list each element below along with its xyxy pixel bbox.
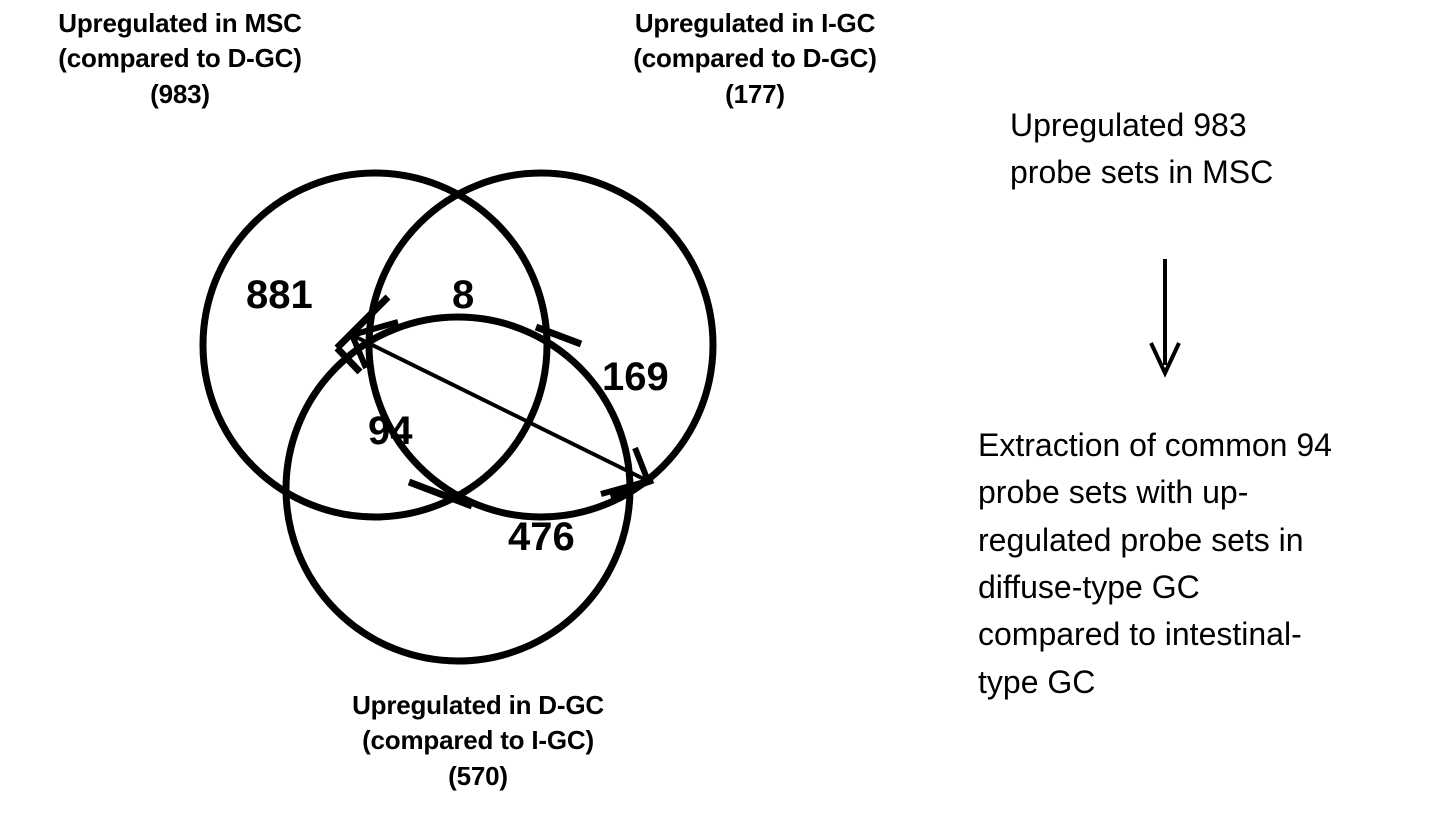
venn-count-msc-dgc: 94 [368, 409, 413, 453]
venn-label-dgc: Upregulated in D-GC (compared to I-GC) (… [352, 690, 604, 791]
connector-line [351, 333, 649, 483]
venn-circle-dgc [282, 313, 634, 665]
venn-circle-igc [365, 169, 717, 521]
annotation-bottom-text: Extraction of common 94 probe sets with … [978, 427, 1332, 700]
annotation-top-text: Upregulated 983 probe sets in MSC [1010, 107, 1274, 191]
venn-count-msc-igc: 8 [452, 273, 475, 317]
region-tick-upper-left-2 [334, 345, 363, 375]
down-arrow-icon [1149, 259, 1181, 378]
connector-arrowhead-left [349, 319, 399, 370]
venn-count-dgc-only: 476 [508, 515, 575, 559]
venn-count-msc-only: 881 [246, 273, 313, 317]
region-tick-lower-left [407, 478, 474, 510]
venn-label-msc: Upregulated in MSC (compared to D-GC) (9… [58, 8, 302, 109]
region-tick-upper-left [334, 294, 391, 351]
venn-label-igc: Upregulated in I-GC (compared to D-GC) (… [633, 8, 877, 109]
venn-diagram-graphic [199, 169, 717, 665]
connector-arrowhead-right [600, 446, 651, 497]
venn-count-igc-only: 169 [602, 355, 669, 399]
region-tick-upper-right [534, 323, 583, 348]
